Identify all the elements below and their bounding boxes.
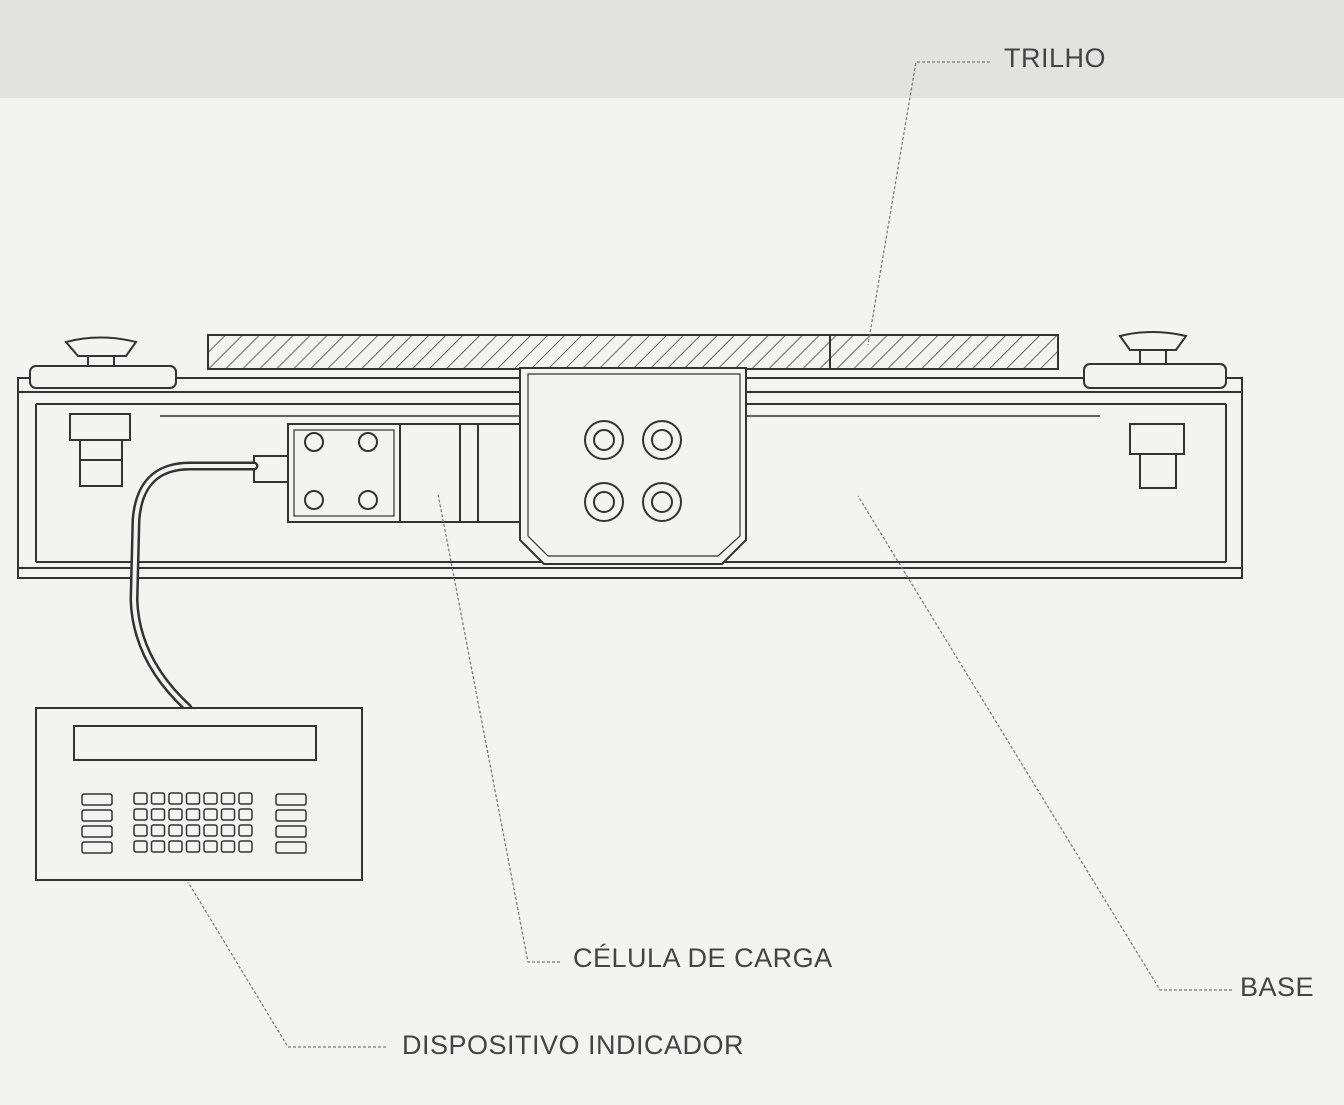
keypad-key (220, 824, 236, 837)
keypad-key (185, 824, 201, 837)
load-cell (253, 423, 521, 523)
indicator-keypad (81, 792, 307, 854)
keypad-key (203, 808, 218, 821)
rail (207, 334, 1059, 370)
mounting-bracket (519, 367, 747, 565)
indicator-display (73, 725, 317, 761)
keypad-left-key (81, 825, 113, 838)
keypad-key (203, 792, 218, 805)
keypad-left-key (81, 809, 113, 822)
keypad-key (220, 792, 236, 805)
keypad-key (185, 792, 201, 805)
leader-lines (187, 61, 1232, 1048)
keypad-key (238, 792, 253, 805)
keypad-key (185, 808, 201, 821)
keypad-key (133, 824, 148, 837)
leader-base (857, 495, 1232, 991)
keypad-key (133, 840, 148, 853)
keypad-left-key (81, 841, 113, 854)
keypad-right-key (275, 825, 307, 838)
label-dispositivo-indicador: DISPOSITIVO INDICADOR (402, 1030, 745, 1060)
keypad-key (168, 808, 183, 821)
keypad-key (168, 824, 183, 837)
label-celula-de-carga: CÉLULA DE CARGA (573, 943, 833, 973)
bolt-top-left (584, 420, 624, 460)
left-foot (29, 336, 177, 487)
keypad-key (133, 792, 148, 805)
right-foot (1083, 331, 1227, 489)
keypad-key (168, 840, 183, 853)
scan-top-shade (0, 0, 1344, 98)
keypad-key (150, 792, 166, 805)
bolt-bottom-left (584, 482, 624, 522)
keypad-key (168, 792, 183, 805)
leader-trilho (867, 61, 990, 346)
label-base: BASE (1240, 972, 1315, 1002)
keypad-key (238, 840, 253, 853)
bolt-top-right (642, 420, 682, 460)
keypad-key (150, 824, 166, 837)
keypad-left-key (81, 793, 113, 806)
keypad-right-key (275, 793, 307, 806)
keypad-right-key (275, 809, 307, 822)
keypad-key (220, 840, 236, 853)
leader-dispositivo (187, 881, 386, 1048)
keypad-key (150, 840, 166, 853)
keypad-key (220, 808, 236, 821)
cable (129, 461, 259, 713)
keypad-right-key (275, 841, 307, 854)
leader-celula (437, 493, 560, 963)
bolt-bottom-right (642, 482, 682, 522)
keypad-key (238, 808, 253, 821)
keypad-key (203, 840, 218, 853)
keypad-key (185, 840, 201, 853)
keypad-key (150, 808, 166, 821)
label-trilho: TRILHO (1004, 43, 1107, 73)
keypad-key (203, 824, 218, 837)
keypad-key (133, 808, 148, 821)
indicator-device (35, 707, 363, 881)
keypad-key (238, 824, 253, 837)
